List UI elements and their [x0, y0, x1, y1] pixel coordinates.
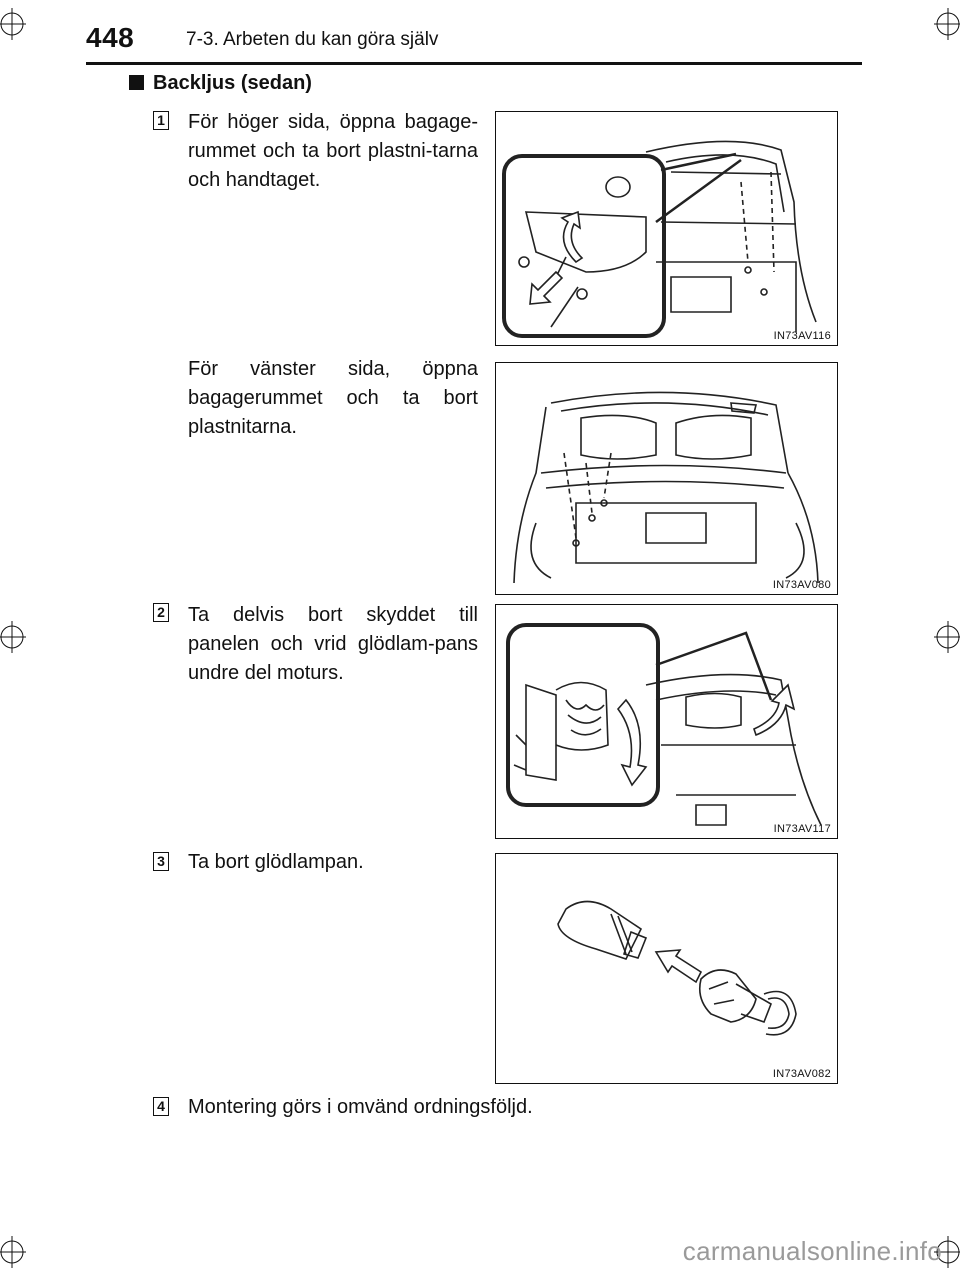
header-rule [86, 62, 862, 65]
step-number-2: 2 [153, 603, 169, 622]
panel-illustration [506, 623, 822, 826]
section-heading: Backljus (sedan) [129, 72, 312, 95]
bulb-illustration [557, 900, 797, 1036]
trunk-left-illustration [513, 391, 819, 584]
page-number: 448 [86, 22, 135, 53]
figure-id: IN73AV082 [772, 1068, 831, 1080]
step-number-1: 1 [153, 111, 169, 130]
figure-remove-bulb: IN73AV082 [495, 853, 838, 1084]
step-2-text: Ta delvis bort skyddet till panelen och … [188, 604, 478, 684]
figure-trunk-left-clips: IN73AV080 [495, 362, 838, 595]
figure-id: IN73AV080 [772, 579, 831, 591]
figure-id: IN73AV116 [773, 330, 831, 342]
trunk-right-illustration [502, 140, 817, 338]
section-title: 7-3. Arbeten du kan göra själv [186, 29, 439, 50]
watermark: carmanualsonline.info [682, 1236, 942, 1266]
figure-trunk-right-clips: IN73AV116 [495, 111, 838, 346]
step-number-4: 4 [153, 1097, 169, 1116]
figure-id: IN73AV117 [773, 823, 831, 835]
step-3-text: Ta bort glödlampan. [188, 851, 364, 873]
heading-text: Backljus (sedan) [153, 72, 312, 94]
step-number-3: 3 [153, 852, 169, 871]
step-1-text: För höger sida, öppna bagage-rummet och … [188, 111, 478, 191]
square-bullet-icon [129, 75, 144, 90]
step-4-text: Montering görs i omvänd ordningsföljd. [188, 1096, 533, 1118]
figure-bulb-socket-panel: IN73AV117 [495, 604, 838, 839]
step-1-left-side-text: För vänster sida, öppna bagagerummet och… [188, 358, 478, 438]
